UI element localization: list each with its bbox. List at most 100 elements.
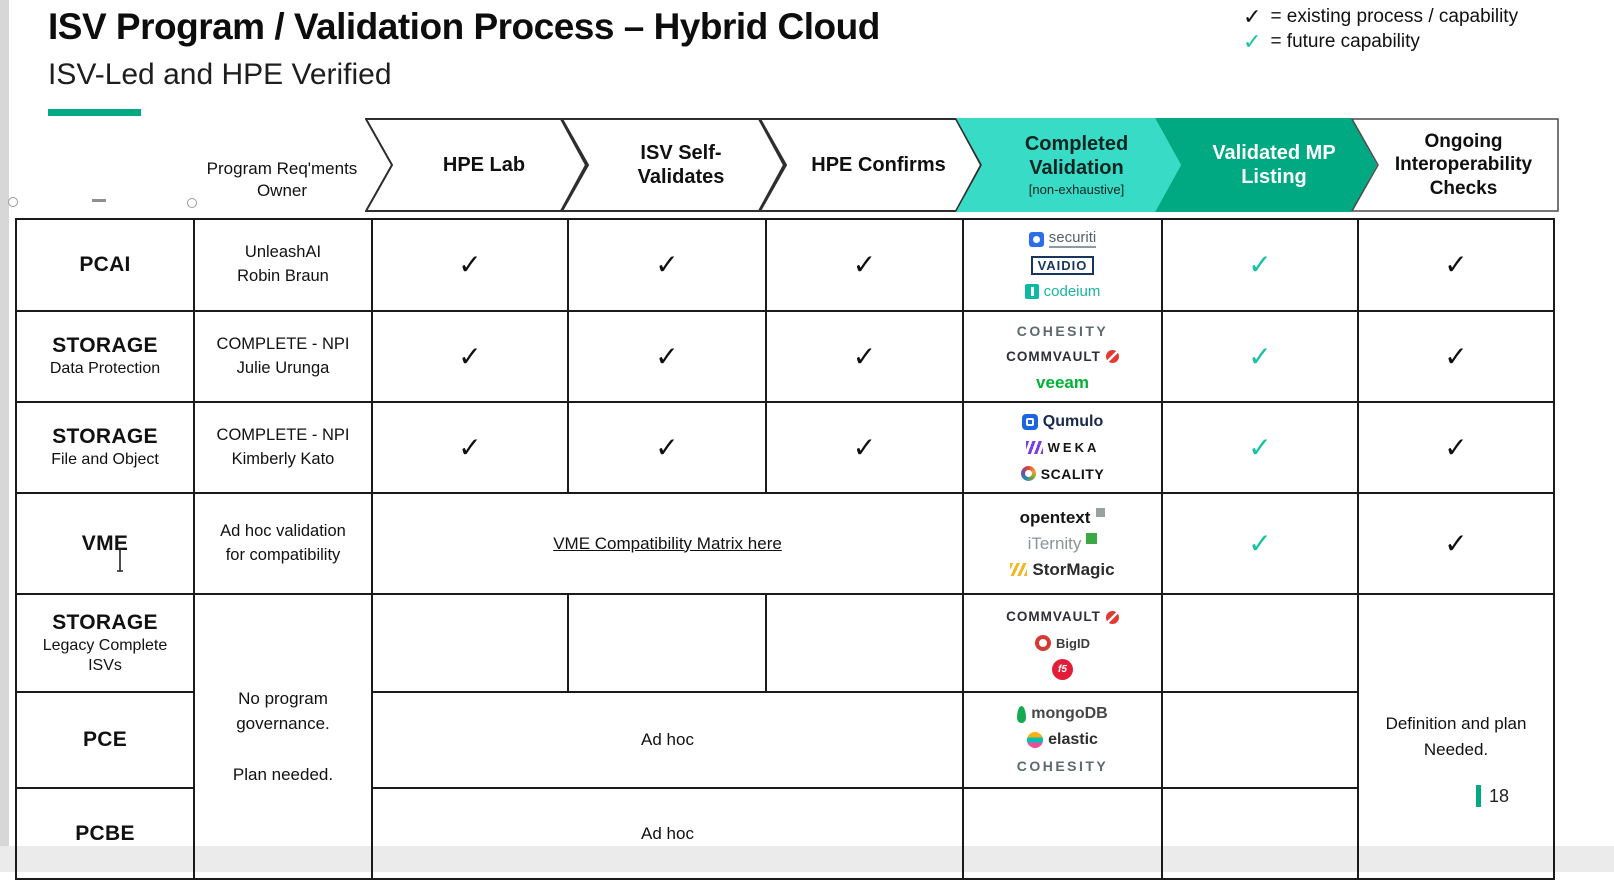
scality-icon <box>1020 466 1036 481</box>
isv-self-validates-cell: ✓ <box>567 310 767 403</box>
weka-icon <box>1025 441 1043 454</box>
check-icon: ✓ <box>852 249 877 280</box>
validated-mp-cell: ✓ <box>1161 401 1359 494</box>
slide-edge-left <box>0 0 9 872</box>
table-row-pce: PCE Ad hoc mongoDB elastic COHESITY <box>15 691 1554 789</box>
hpe-confirms-cell: ✓ <box>765 401 964 494</box>
completed-validation-cell: COMMVAULT BigID f5 <box>962 593 1163 693</box>
row-label: STORAGE <box>52 425 158 449</box>
opentext-mark-icon <box>1096 508 1106 517</box>
slide-number-bar <box>1476 785 1481 807</box>
completed-validation-cell: Qumulo WEKA SCALITY <box>962 401 1163 494</box>
check-icon: ✓ <box>852 340 877 372</box>
check-icon: ✓ <box>655 340 679 372</box>
owner-cell: COMPLETE - NPI Kimberly Kato <box>193 401 373 494</box>
logo-elastic: elastic <box>1027 729 1098 752</box>
completed-validation-cell: COHESITY COMMVAULT veeam <box>962 310 1163 403</box>
ongoing-checks-cell: ✓ <box>1357 218 1555 312</box>
future-check-icon: ✓ <box>1248 527 1272 559</box>
owner-merged-cell: No program governance. Plan needed. <box>193 593 373 880</box>
table-row-vme: VME Ad hoc validation for compatibility … <box>15 492 1555 595</box>
hpe-lab-cell: ✓ <box>371 218 569 312</box>
non-exhaustive-note: [non-exhaustive] <box>1028 182 1125 198</box>
row-sublabel: Legacy Complete ISVs <box>42 637 168 674</box>
vme-compatibility-link[interactable]: VME Compatibility Matrix here <box>553 533 782 553</box>
check-icon: ✓ <box>458 340 482 372</box>
ongoing-merged-cell: Definition and plan Needed. <box>1357 593 1555 880</box>
row-label-cell: PCE <box>15 691 195 789</box>
hpe-lab-cell <box>371 593 569 693</box>
validated-mp-cell: ✓ <box>1161 218 1359 312</box>
logo-codeium: codeium <box>1024 280 1100 303</box>
column-header-owner: Program Req'ments Owner <box>206 159 358 201</box>
logo-vaidio: VAIDIO <box>1030 254 1095 277</box>
ongoing-checks-cell: ✓ <box>1357 401 1555 494</box>
future-check-icon: ✓ <box>1248 340 1272 372</box>
check-icon: ✓ <box>458 249 482 280</box>
slide-number: 18 <box>1476 785 1509 807</box>
chevron-shape <box>1351 118 1559 212</box>
slide-handle-dot <box>187 198 197 208</box>
completed-validation-cell <box>962 787 1163 880</box>
stage-hpe-lab: HPE Lab <box>365 118 587 212</box>
legend: ✓ = existing process / capability ✓ = fu… <box>1243 6 1518 53</box>
logo-stormagic: StorMagic <box>1010 558 1115 581</box>
logo-opentext: opentext <box>1020 506 1106 529</box>
validated-mp-cell <box>1161 691 1359 789</box>
elastic-icon <box>1027 732 1044 748</box>
stage-ongoing-interoperability: Ongoing Interoperability Checks <box>1351 118 1560 212</box>
completed-validation-cell: opentext iTernity StorMagic <box>962 492 1163 595</box>
table-row-pcbe: PCBE Ad hoc <box>15 787 1554 880</box>
bigid-icon <box>1035 635 1052 651</box>
logo-qumulo: Qumulo <box>1021 410 1103 433</box>
logo-cohesity: COHESITY <box>1016 758 1109 774</box>
validated-mp-cell <box>1161 593 1359 693</box>
future-check-icon: ✓ <box>1243 29 1262 54</box>
existing-check-icon: ✓ <box>1243 4 1262 29</box>
check-icon: ✓ <box>655 431 679 463</box>
row-label-cell: PCBE <box>15 787 195 880</box>
row-label: PCBE <box>75 821 135 845</box>
hpe-confirms-cell: ✓ <box>765 218 964 312</box>
row-label: VME <box>81 531 129 555</box>
row-label: PCAI <box>79 253 131 276</box>
text-cursor-ibeam <box>117 548 123 572</box>
slide-handle-dot <box>8 197 18 207</box>
logo-bigid: BigID <box>1035 632 1090 655</box>
stage-hpe-confirms: HPE Confirms <box>759 118 982 212</box>
iternity-icon <box>1086 533 1098 544</box>
legend-future: ✓ = future capability <box>1243 31 1518 53</box>
qumulo-icon <box>1021 413 1038 430</box>
commvault-icon <box>1105 610 1119 624</box>
check-icon: ✓ <box>852 431 877 463</box>
slide-number-text: 18 <box>1489 785 1510 806</box>
chevron-shape <box>1155 118 1377 212</box>
logo-cohesity: COHESITY <box>1016 322 1109 339</box>
commvault-icon <box>1105 350 1119 363</box>
isv-self-validates-cell: ✓ <box>567 401 767 494</box>
stage-validated-mp-listing: Validated MP Listing <box>1155 118 1377 212</box>
future-check-icon: ✓ <box>1248 249 1272 280</box>
owner-cell: UnleashAI Robin Braun <box>193 218 373 312</box>
logo-mongodb: mongoDB <box>1017 703 1108 726</box>
table-row-pcai: PCAI UnleashAI Robin Braun ✓ ✓ ✓ securit… <box>15 218 1555 312</box>
securiti-icon <box>1028 231 1044 247</box>
isv-self-validates-cell: ✓ <box>567 218 767 312</box>
row-label-cell: PCAI <box>15 218 195 312</box>
row-label: PCE <box>82 728 128 751</box>
validation-matrix: PCAI UnleashAI Robin Braun ✓ ✓ ✓ securit… <box>15 218 1555 880</box>
logo-veeam: veeam <box>1036 373 1089 392</box>
vme-matrix-cell: VME Compatibility Matrix here <box>371 492 964 595</box>
logo-commvault: COMMVAULT <box>1006 345 1119 368</box>
chevron-shape <box>956 118 1181 212</box>
check-icon: ✓ <box>1444 249 1468 280</box>
adhoc-cell: Ad hoc <box>371 787 964 880</box>
check-icon: ✓ <box>1444 340 1468 372</box>
row-sublabel: Data Protection <box>49 360 161 378</box>
hpe-confirms-cell: ✓ <box>765 310 964 403</box>
legend-existing: ✓ = existing process / capability <box>1243 6 1518 28</box>
